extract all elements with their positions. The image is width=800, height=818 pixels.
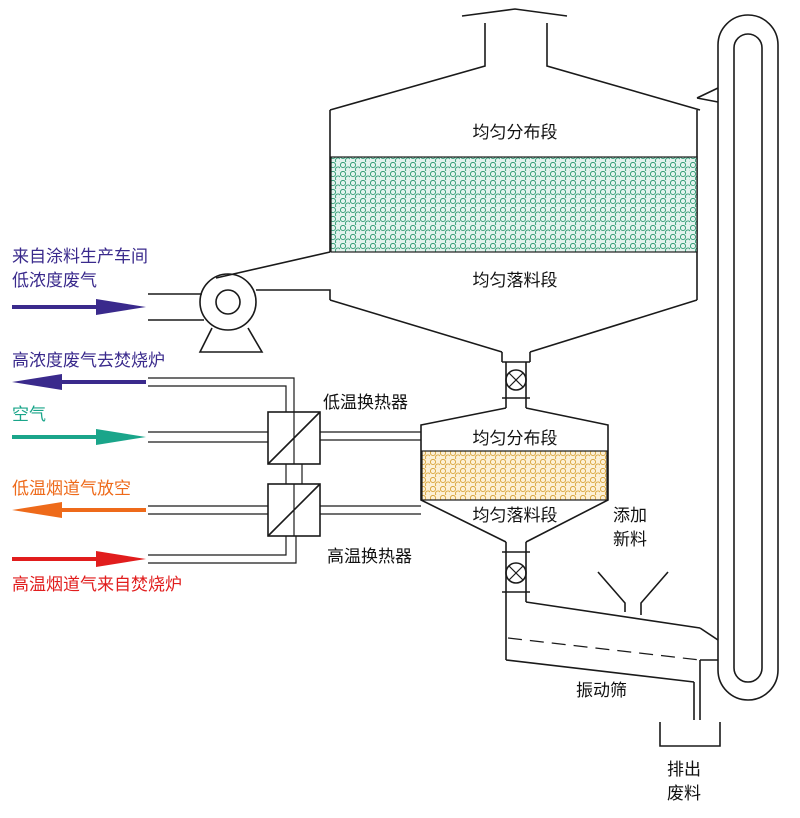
upper-cone-left [329, 299, 503, 353]
discharge-label-line2: 废料 [667, 784, 701, 804]
lower-desorber: 均匀分布段 均匀落料段 [420, 407, 609, 543]
vibrating-screen-assembly: 振动筛 排出 废料 [505, 592, 721, 804]
vibrating-screen-label: 振动筛 [576, 681, 627, 701]
lower-distribution-label: 均匀分布段 [473, 429, 558, 449]
upper-falling-label: 均匀落料段 [473, 271, 558, 291]
stream-label-high-conc-gas: 高浓度废气去焚烧炉 [12, 351, 165, 371]
top-hood-left [329, 23, 486, 111]
top-exhaust-cap [461, 8, 568, 17]
low-temp-exchanger-label: 低温换热器 [323, 393, 408, 413]
top-hood-right [546, 23, 701, 111]
discharge-label-line1: 排出 [667, 760, 701, 780]
lower-falling-label: 均匀落料段 [473, 506, 558, 526]
stream-labels: 来自涂料生产车间 低浓度废气 高浓度废气去焚烧炉 空气 低温烟道气放空 高温烟道… [12, 247, 182, 595]
arrow-right-icon [12, 299, 146, 315]
elevator-top-link-2 [696, 97, 719, 103]
arrow-right-icon [12, 429, 146, 445]
stream-label-low-temp-flue: 低温烟道气放空 [12, 479, 131, 499]
stream-label-waste-gas-line2: 低浓度废气 [12, 271, 97, 291]
stream-arrows [12, 299, 146, 567]
rotary-valve-icon [502, 542, 530, 593]
rotary-valve-icon [502, 361, 530, 408]
lower-right-wall [525, 407, 609, 543]
lower-adsorbent-bed [421, 450, 608, 501]
low-temp-heat-exchanger: 低温换热器 [267, 393, 408, 465]
hopper-right [640, 571, 669, 615]
high-temp-exchanger-label: 高温换热器 [327, 547, 412, 567]
upper-adsorbent-bed [330, 156, 698, 253]
stream-label-waste-gas-line1: 来自涂料生产车间 [12, 247, 148, 267]
upper-cone-right [529, 299, 698, 353]
high-temp-heat-exchanger: 高温换热器 [267, 483, 412, 567]
waste-discharge-box [659, 722, 721, 747]
upper-adsorber: 均匀分布段 均匀落料段 [329, 8, 701, 362]
return-elevator-loop [696, 14, 779, 701]
lower-left-wall [420, 407, 507, 543]
upper-distribution-label: 均匀分布段 [473, 123, 558, 143]
stream-label-high-temp-flue: 高温烟道气来自焚烧炉 [12, 575, 182, 595]
elevator-inner [733, 33, 763, 683]
stream-label-air: 空气 [12, 405, 46, 425]
add-material-label-line2: 新料 [613, 530, 647, 550]
arrow-right-icon [12, 551, 146, 567]
fresh-material-hopper: 添加 新料 [597, 506, 669, 615]
elevator-outer [717, 14, 779, 701]
arrow-left-icon [12, 502, 146, 518]
add-material-label-line1: 添加 [613, 506, 647, 526]
blower-fan-icon [148, 251, 331, 353]
elevator-top-link [696, 87, 719, 99]
hopper-left [597, 571, 626, 612]
arrow-left-icon [12, 374, 146, 390]
screen-mesh [507, 637, 701, 661]
exchanger-piping [148, 377, 421, 564]
